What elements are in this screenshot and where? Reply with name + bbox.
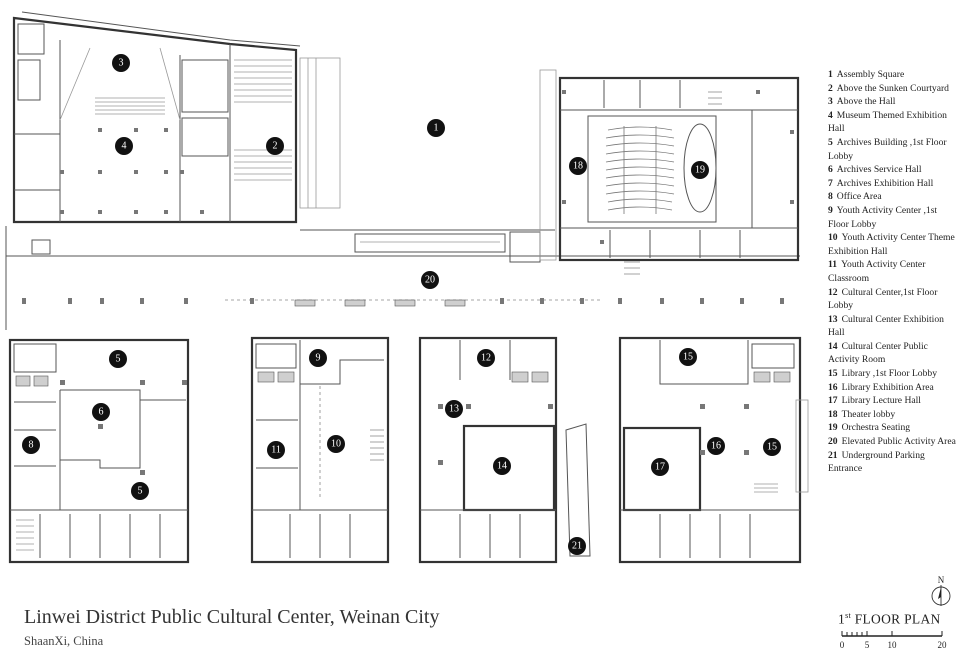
svg-text:14: 14 [497,461,507,472]
svg-text:5: 5 [138,486,143,497]
scale-tick: 5 [865,640,870,650]
room-marker: 15 [679,348,697,366]
room-marker: 11 [267,441,285,459]
project-title: Linwei District Public Cultural Center, … [24,606,440,628]
room-marker: 5 [131,482,149,500]
svg-text:2: 2 [273,141,278,152]
youth-center-block [250,336,390,564]
bridge-and-square [5,226,800,330]
cultural-center-block [418,336,591,564]
svg-text:13: 13 [449,404,459,415]
museum-block [12,11,341,224]
svg-text:3: 3 [119,58,124,69]
svg-text:20: 20 [425,275,435,286]
room-marker: 15 [763,438,781,456]
svg-text:15: 15 [767,442,777,453]
room-marker: 3 [112,54,130,72]
scale-tick: 0 [840,640,845,650]
svg-text:18: 18 [573,161,583,172]
floor-plan-label: 1st FLOOR PLAN [838,611,941,627]
room-marker: 21 [568,537,586,555]
room-marker: 14 [493,457,511,475]
room-markers: 1 2 3 4 5 5 6 8 9 10 11 12 13 14 15 15 1… [22,54,781,555]
svg-text:8: 8 [29,440,34,451]
room-marker: 5 [109,350,127,368]
svg-text:16: 16 [711,441,721,452]
svg-text:6: 6 [99,407,104,418]
project-location: ShaanXi, China [24,634,104,648]
svg-text:12: 12 [481,353,491,364]
room-marker: 10 [327,435,345,453]
library-block [618,336,809,564]
room-marker: 20 [421,271,439,289]
svg-text:17: 17 [655,462,665,473]
floor-plan-drawing: 1 2 3 4 5 5 6 8 9 10 11 12 13 14 15 15 1… [5,11,809,564]
room-marker: 12 [477,349,495,367]
svg-text:19: 19 [695,165,705,176]
svg-text:11: 11 [271,445,281,456]
room-marker: 17 [651,458,669,476]
svg-text:4: 4 [122,141,127,152]
north-arrow-icon: N [931,575,951,606]
room-marker: 16 [707,437,725,455]
room-marker: 8 [22,436,40,454]
north-label: N [938,575,945,585]
room-marker: 4 [115,137,133,155]
svg-text:21: 21 [572,541,582,552]
svg-text:1: 1 [434,123,439,134]
room-marker: 13 [445,400,463,418]
theater-block [539,69,800,275]
scale-bar: 0 5 10 20 [840,631,948,650]
svg-text:15: 15 [683,352,693,363]
room-marker: 19 [691,161,709,179]
room-marker: 9 [309,349,327,367]
scale-tick: 20 [938,640,948,650]
room-marker: 18 [569,157,587,175]
svg-text:10: 10 [331,439,341,450]
svg-text:5: 5 [116,354,121,365]
archives-block [8,338,190,564]
scale-tick: 10 [888,640,898,650]
svg-text:9: 9 [316,353,321,364]
room-marker: 1 [427,119,445,137]
room-marker: 6 [92,403,110,421]
room-marker: 2 [266,137,284,155]
